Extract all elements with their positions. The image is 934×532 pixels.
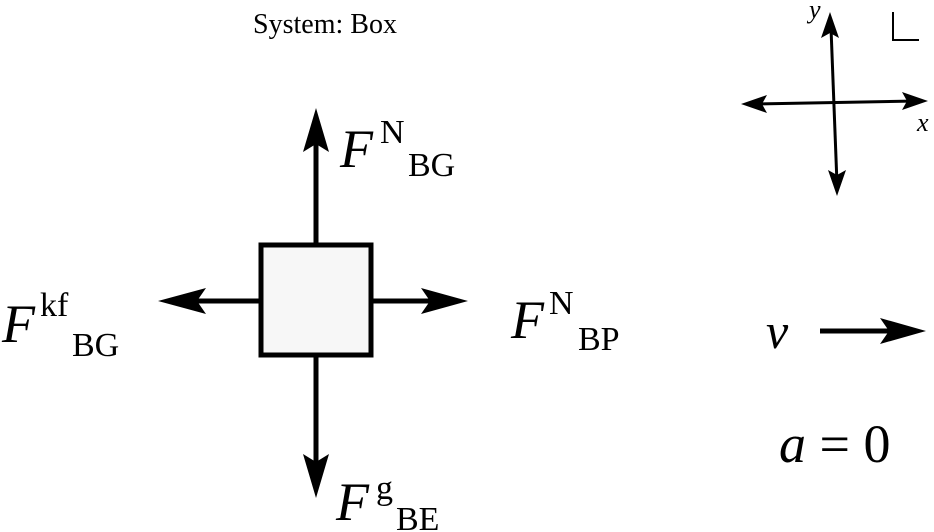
y-axis-line <box>829 27 839 185</box>
y-axis-negative-arrowhead <box>828 170 846 196</box>
velocity-symbol: v <box>766 303 789 359</box>
arrowhead-down <box>303 454 329 498</box>
x-axis-negative-arrowhead <box>741 95 767 113</box>
y-axis-label: y <box>806 0 821 24</box>
arrowhead-left <box>158 288 206 314</box>
coordinate-axes: x y <box>741 0 929 196</box>
y-axis-positive-arrowhead <box>821 12 839 38</box>
box <box>258 242 374 358</box>
arrowhead-right <box>421 288 468 314</box>
arrowhead-up <box>303 108 329 152</box>
acceleration-statement: a = 0 <box>779 414 890 474</box>
velocity-arrowhead <box>880 318 926 344</box>
right-angle-icon <box>892 12 919 41</box>
x-axis-positive-arrowhead <box>902 92 928 110</box>
x-axis-line <box>755 99 917 106</box>
diagram-title: System: Box <box>253 9 397 40</box>
x-axis-label: x <box>916 108 929 137</box>
